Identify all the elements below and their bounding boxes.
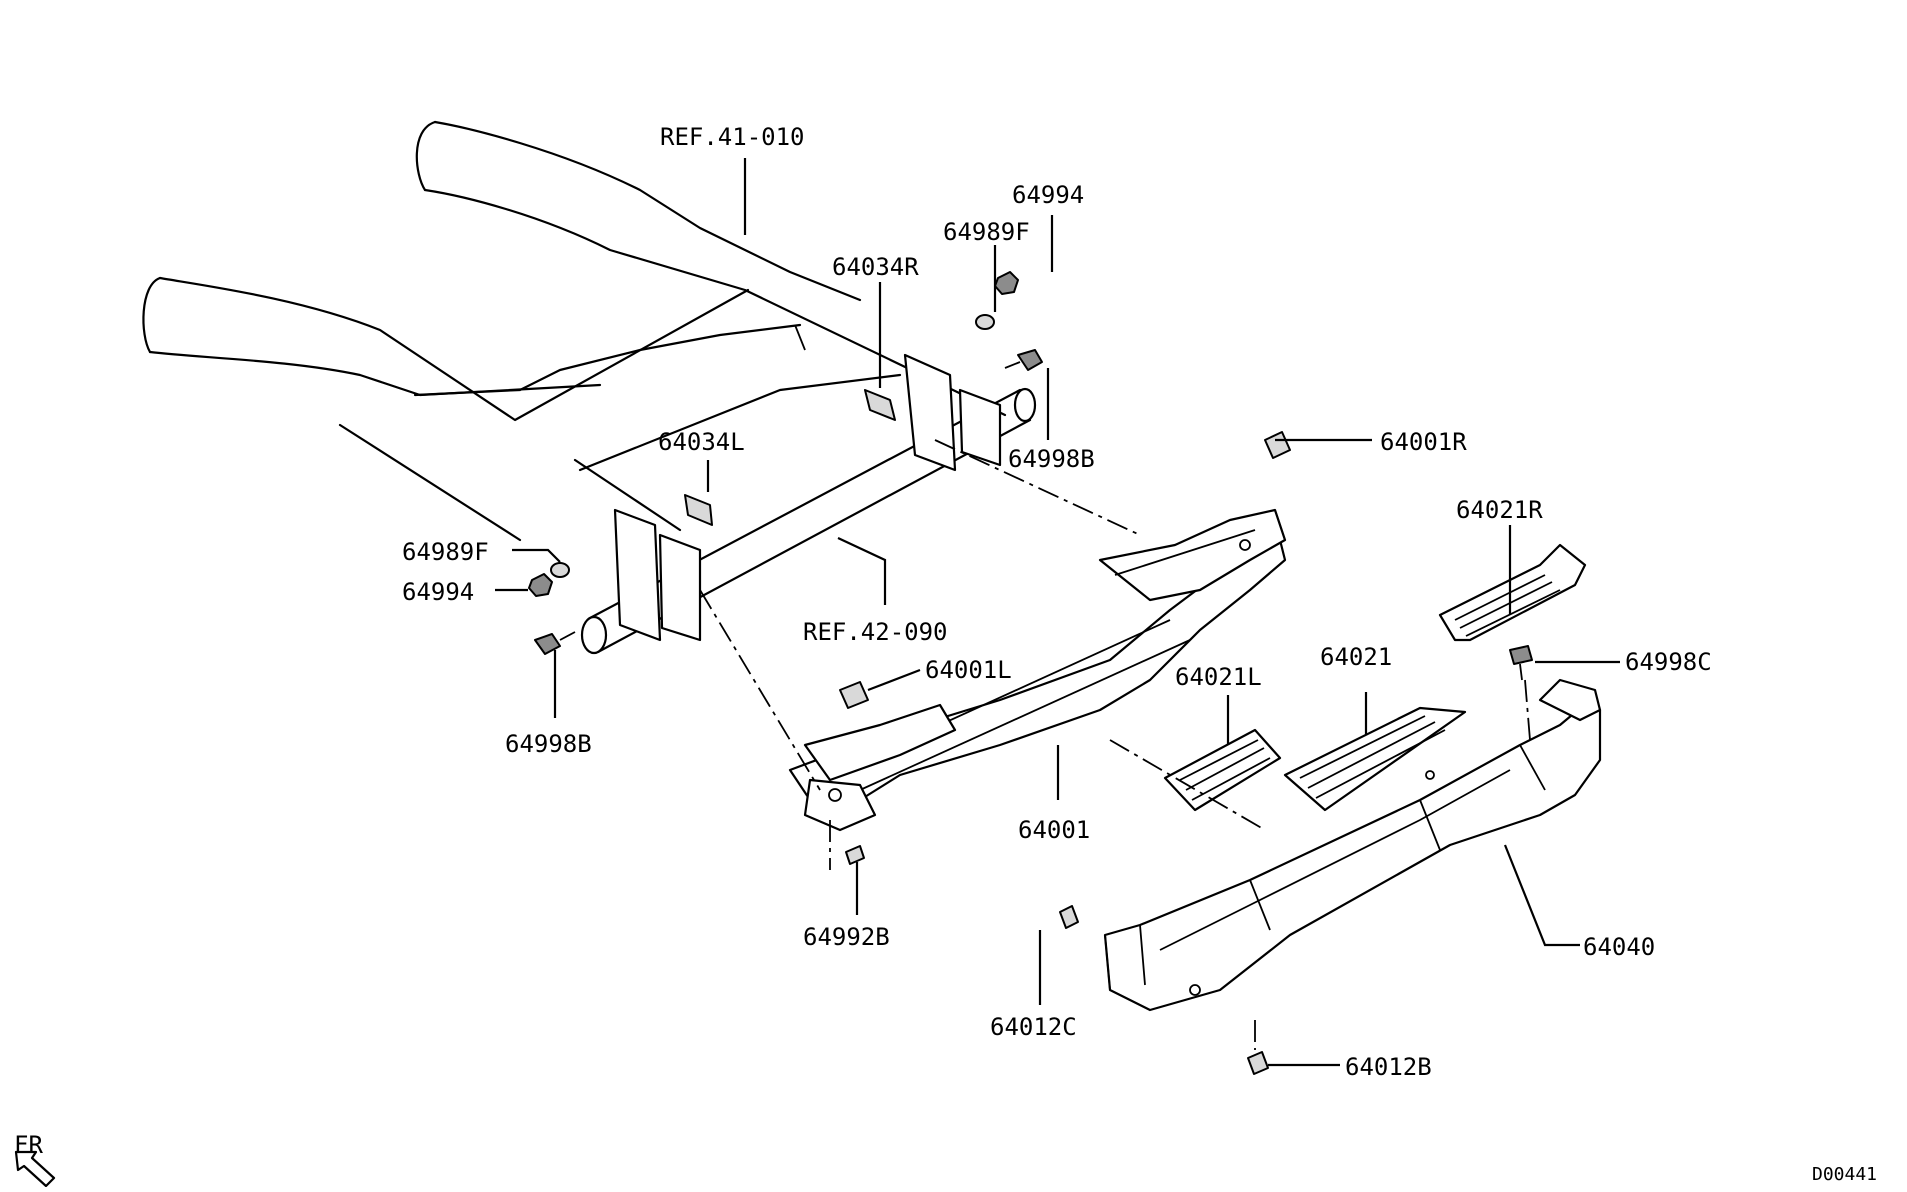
diagram-id: D00441 bbox=[1812, 1164, 1877, 1185]
front-arrow-icon bbox=[14, 1150, 56, 1188]
bracket-pad-64001R bbox=[1264, 431, 1291, 459]
label-64012B: 64012B bbox=[1345, 1053, 1432, 1081]
leader-lines bbox=[495, 158, 1620, 1067]
bumper-cover-64040 bbox=[1103, 678, 1602, 1012]
step-pad-64021L bbox=[1163, 728, 1282, 812]
label-ref-41-010: REF.41-010 bbox=[660, 123, 805, 151]
label-64998B-right: 64998B bbox=[1008, 445, 1095, 473]
label-64998B-left: 64998B bbox=[505, 730, 592, 758]
bumper-reinforcement-64001 bbox=[788, 508, 1287, 832]
bracket-64034L bbox=[684, 494, 713, 526]
nut-64994-top bbox=[994, 271, 1019, 295]
clip-64992B bbox=[845, 845, 865, 865]
label-64021R: 64021R bbox=[1456, 496, 1543, 524]
label-64012C: 64012C bbox=[990, 1013, 1077, 1041]
label-64994-left: 64994 bbox=[402, 578, 474, 606]
washer-64989F-left bbox=[550, 562, 570, 578]
bracket-64034R bbox=[864, 389, 896, 421]
label-64998C: 64998C bbox=[1625, 648, 1712, 676]
front-direction-indicator: FR bbox=[14, 1131, 56, 1188]
label-64001L: 64001L bbox=[925, 656, 1012, 684]
clip-64012B bbox=[1247, 1051, 1269, 1075]
bolt-64998B-right bbox=[1004, 349, 1043, 371]
washer-64989F-top bbox=[975, 314, 995, 330]
label-64989F-top: 64989F bbox=[943, 218, 1030, 246]
step-pad-64021 bbox=[1283, 706, 1467, 812]
vehicle-frame-outline bbox=[142, 120, 1037, 655]
bolt-64998B-left bbox=[534, 631, 576, 655]
label-64040: 64040 bbox=[1583, 933, 1655, 961]
assembly-alignment-lines bbox=[699, 439, 1531, 1050]
label-64021: 64021 bbox=[1320, 643, 1392, 671]
label-ref-42-090: REF.42-090 bbox=[803, 618, 948, 646]
label-64989F-left: 64989F bbox=[402, 538, 489, 566]
label-64994-top: 64994 bbox=[1012, 181, 1084, 209]
bolt-64998C bbox=[1509, 645, 1533, 681]
step-pad-64021R bbox=[1438, 543, 1587, 642]
clip-64012C bbox=[1059, 905, 1079, 929]
bracket-pad-64001L bbox=[839, 681, 869, 709]
label-64034R: 64034R bbox=[832, 253, 919, 281]
label-64001: 64001 bbox=[1018, 816, 1090, 844]
label-64001R: 64001R bbox=[1380, 428, 1467, 456]
nut-64994-left bbox=[528, 573, 553, 597]
label-64034L: 64034L bbox=[658, 428, 745, 456]
label-64021L: 64021L bbox=[1175, 663, 1262, 691]
label-64992B: 64992B bbox=[803, 923, 890, 951]
